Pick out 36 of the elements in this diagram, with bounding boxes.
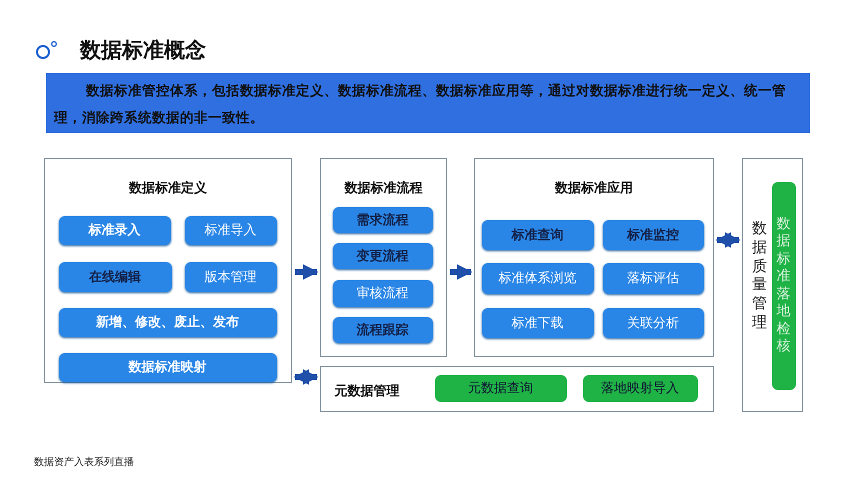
feature-button: 标准体系浏览: [482, 262, 594, 294]
feature-button: 落标评估: [602, 262, 704, 294]
section-panel: [474, 158, 714, 357]
arrow: [715, 232, 741, 248]
feature-button: 标准下载: [482, 308, 594, 338]
feature-button: 关联分析: [602, 308, 704, 338]
arrow: [450, 264, 473, 280]
arrow: [293, 369, 319, 385]
section-panel: [320, 366, 714, 412]
feature-button: 版本管理: [184, 262, 276, 292]
feature-button: 在线编辑: [58, 262, 172, 292]
section-heading: 元数据管理: [334, 383, 400, 400]
vertical-bar: 数据标准落地检核: [772, 182, 796, 390]
process-button: 需求流程: [332, 206, 432, 232]
arrow: [295, 264, 319, 280]
section-heading: 数据标准流程: [344, 180, 422, 197]
section-panel: [320, 158, 447, 357]
feature-button: 数据标准映射: [58, 352, 276, 382]
section-panel: [44, 158, 292, 383]
section-heading: 数据标准定义: [129, 180, 207, 197]
feature-button: 标准录入: [58, 216, 170, 244]
process-button: 审核流程: [332, 280, 432, 306]
feature-button: 元数据查询: [434, 374, 566, 402]
feature-button: 标准导入: [184, 216, 276, 244]
process-button: 变更流程: [332, 242, 432, 268]
caption-banner: 数据标准管控体系，包括数据标准定义、数据标准流程、数据标准应用等，通过对数据标准进行统一定义、统一管理，消除跨系统数据的非一致性。: [46, 73, 810, 133]
process-button: 流程跟踪: [332, 316, 432, 342]
page-title: 数据标准概念: [80, 37, 206, 64]
feature-button: 标准查询: [482, 220, 594, 250]
section-panel: [742, 158, 803, 412]
footer-note: 数据资产入表系列直播: [34, 456, 134, 469]
feature-button: 新增、修改、废止、发布: [58, 308, 276, 336]
section-heading: 数据标准应用: [555, 180, 633, 197]
feature-button: 标准监控: [602, 220, 704, 250]
feature-button: 落地映射导入: [582, 374, 698, 402]
section-heading: 数据质量管理: [752, 219, 767, 332]
